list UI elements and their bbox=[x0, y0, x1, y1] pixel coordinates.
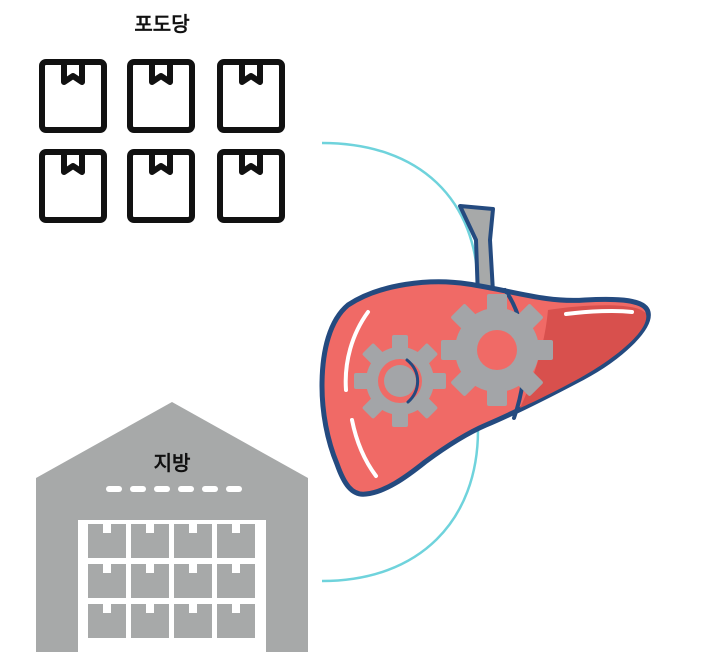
box-icon bbox=[217, 59, 285, 133]
box-icon bbox=[39, 149, 107, 223]
box-icon bbox=[127, 59, 195, 133]
box-icon bbox=[217, 149, 285, 223]
gear-outline-detail bbox=[405, 358, 420, 404]
box-icon bbox=[39, 59, 107, 133]
gear-icon bbox=[354, 335, 446, 427]
glucose-label: 포도당 bbox=[134, 12, 190, 36]
connector-arc-upper bbox=[321, 141, 480, 291]
warehouse-icon bbox=[36, 402, 308, 652]
glucose-box-grid bbox=[39, 59, 285, 223]
gear-icon bbox=[441, 294, 553, 406]
box-icon bbox=[127, 149, 195, 223]
connector-arc-lower bbox=[321, 429, 480, 583]
fat-label: 지방 bbox=[154, 451, 191, 475]
